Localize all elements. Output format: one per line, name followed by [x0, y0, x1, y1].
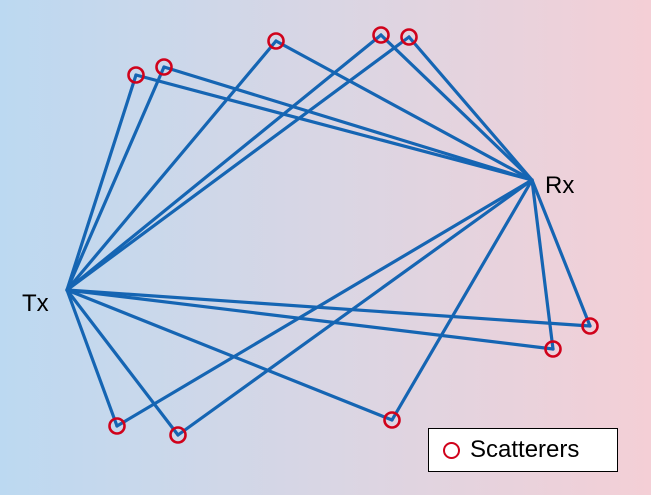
scatterer-5: [400, 28, 418, 46]
scatterer-4: [372, 26, 390, 44]
tx-path-6: [65, 288, 592, 328]
scatterer-3: [267, 32, 285, 50]
tx-path-2: [65, 65, 166, 292]
rx-path-3: [274, 39, 534, 182]
scatterer-1: [127, 66, 145, 84]
tx-path-3: [65, 39, 278, 292]
rx-path-8: [390, 178, 534, 422]
tx-path-5: [65, 35, 411, 292]
legend-label: Scatterers: [470, 436, 580, 463]
scatterer-6: [581, 317, 599, 335]
rx-path-4: [379, 33, 534, 182]
scatterer-legend-marker: [443, 441, 460, 459]
rx-path-7: [530, 178, 555, 351]
rx-path-5: [407, 35, 534, 182]
rx-path-10: [115, 178, 534, 428]
scatterer-2: [155, 58, 173, 76]
tx-path-4: [65, 33, 383, 292]
tx-path-8: [65, 288, 394, 422]
tx-path-1: [65, 73, 138, 292]
rx-path-2: [162, 65, 534, 182]
legend: Scatterers: [428, 428, 618, 472]
rx-path-9: [176, 178, 534, 437]
scatterer-7: [544, 340, 562, 358]
rx-path-6: [530, 178, 592, 328]
scatterer-8: [383, 411, 401, 429]
tx-path-10: [65, 288, 119, 428]
tx-path-9: [65, 288, 180, 437]
scatterer-9: [169, 426, 187, 444]
rx-path-1: [134, 73, 534, 182]
scatterer-10: [108, 417, 126, 435]
rx-label: Rx: [545, 172, 575, 199]
tx-label: Tx: [22, 290, 49, 317]
tx-path-7: [65, 288, 555, 351]
